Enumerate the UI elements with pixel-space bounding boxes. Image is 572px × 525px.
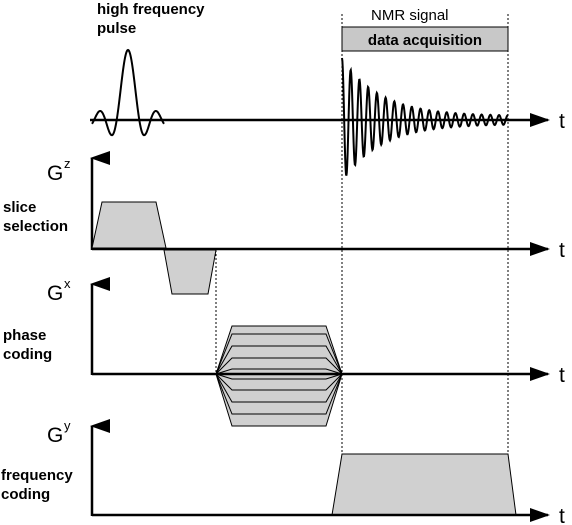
phase-step-line-4 (215, 368, 343, 375)
phase-encoding-gradient-table (215, 325, 343, 427)
gx-axis-t-label: t (559, 364, 565, 387)
phase-step-line-5 (215, 373, 343, 380)
rf-sinc-pulse (91, 48, 165, 137)
phase-coding-label-line2: coding (3, 346, 52, 363)
gx-label: G (47, 282, 63, 305)
rf-pulse-title-line1: high frequency (97, 1, 205, 18)
slice-select-gradient-lobe (91, 201, 167, 249)
phase-step-line-8 (215, 373, 343, 415)
nmr-fid-signal (341, 57, 509, 176)
readout-gradient-lobe (331, 453, 517, 516)
slice-selection-label-line1: slice (3, 199, 36, 216)
phase-step-line-1 (215, 333, 343, 375)
phase-step-line-2 (215, 345, 343, 375)
gz-label: G (47, 162, 63, 185)
frequency-coding-label-line1: frequency (1, 467, 73, 484)
nmr-signal-label: NMR signal (371, 7, 449, 24)
slice-refocus-gradient-lobe (163, 249, 217, 295)
gz-axis-t-label: t (559, 239, 565, 262)
data-acquisition-banner (341, 26, 509, 52)
data-acquisition-label: data acquisition (368, 32, 482, 49)
phase-step-line-3 (215, 357, 343, 375)
rf-pulse-title-line2: pulse (97, 20, 136, 37)
gz-label-superscript: z (64, 156, 71, 171)
phase-step-line-6 (215, 373, 343, 391)
rf-axis-t-label: t (559, 110, 565, 133)
phase-step-line-7 (215, 373, 343, 403)
frequency-coding-label-line2: coding (1, 486, 50, 503)
gy-axis-t-label: t (559, 505, 565, 525)
gx-label-superscript: x (64, 276, 71, 291)
gy-label: G (47, 424, 63, 447)
slice-selection-label-line2: selection (3, 218, 68, 235)
gy-label-superscript: y (64, 418, 71, 433)
phase-coding-label-line1: phase (3, 327, 46, 344)
phase-encoding-step-lines (215, 333, 343, 415)
